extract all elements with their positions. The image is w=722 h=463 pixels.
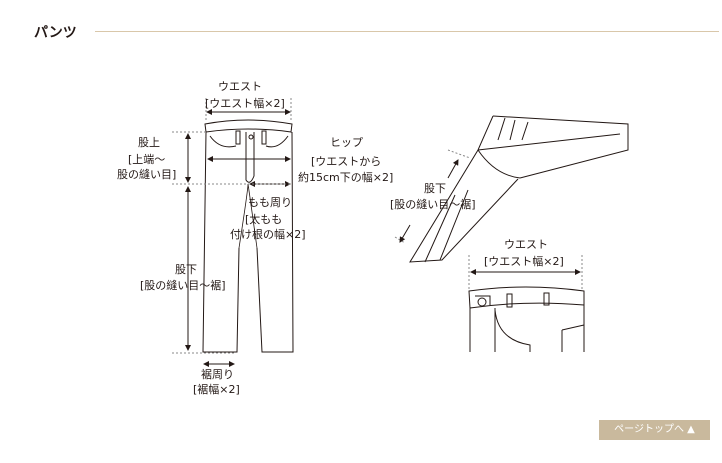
front-pants-illustration [172, 98, 294, 367]
front-waist-desc: [ウエスト幅×2] [205, 97, 285, 110]
front-waist-label: ウエスト [218, 80, 262, 93]
page-top-button[interactable]: ページトップへ ▲ [599, 420, 710, 440]
side-inseam-label: 股下 [424, 182, 446, 195]
waist-closeup-illustration [468, 255, 585, 352]
front-hip-desc-1: [ウエストから [311, 155, 382, 168]
front-inseam-label: 股下 [175, 263, 197, 276]
side-waist-label: ウエスト [504, 238, 548, 251]
front-inseam-desc: [股の縫い目〜裾] [140, 279, 226, 292]
front-hip-desc-2: 約15cm下の幅×2] [298, 171, 394, 184]
front-rise-label: 股上 [138, 136, 160, 149]
front-rise-desc-1: [上端〜 [128, 153, 166, 166]
front-hem-desc: [裾幅×2] [193, 383, 240, 396]
front-thigh-desc-2: 付け根の幅×2] [230, 228, 306, 241]
front-thigh-desc-1: [太もも [245, 213, 283, 226]
section-divider [95, 31, 719, 32]
side-waist-desc: [ウエスト幅×2] [484, 255, 564, 268]
side-inseam-desc: [股の縫い目〜裾] [390, 198, 476, 211]
section-title: パンツ [34, 25, 77, 41]
front-hem-label: 裾周り [201, 368, 234, 381]
front-thigh-label: もも周り [248, 196, 292, 209]
front-hip-label: ヒップ [330, 136, 363, 149]
front-rise-desc-2: 股の縫い目] [117, 168, 177, 181]
side-pants-illustration [394, 115, 629, 263]
